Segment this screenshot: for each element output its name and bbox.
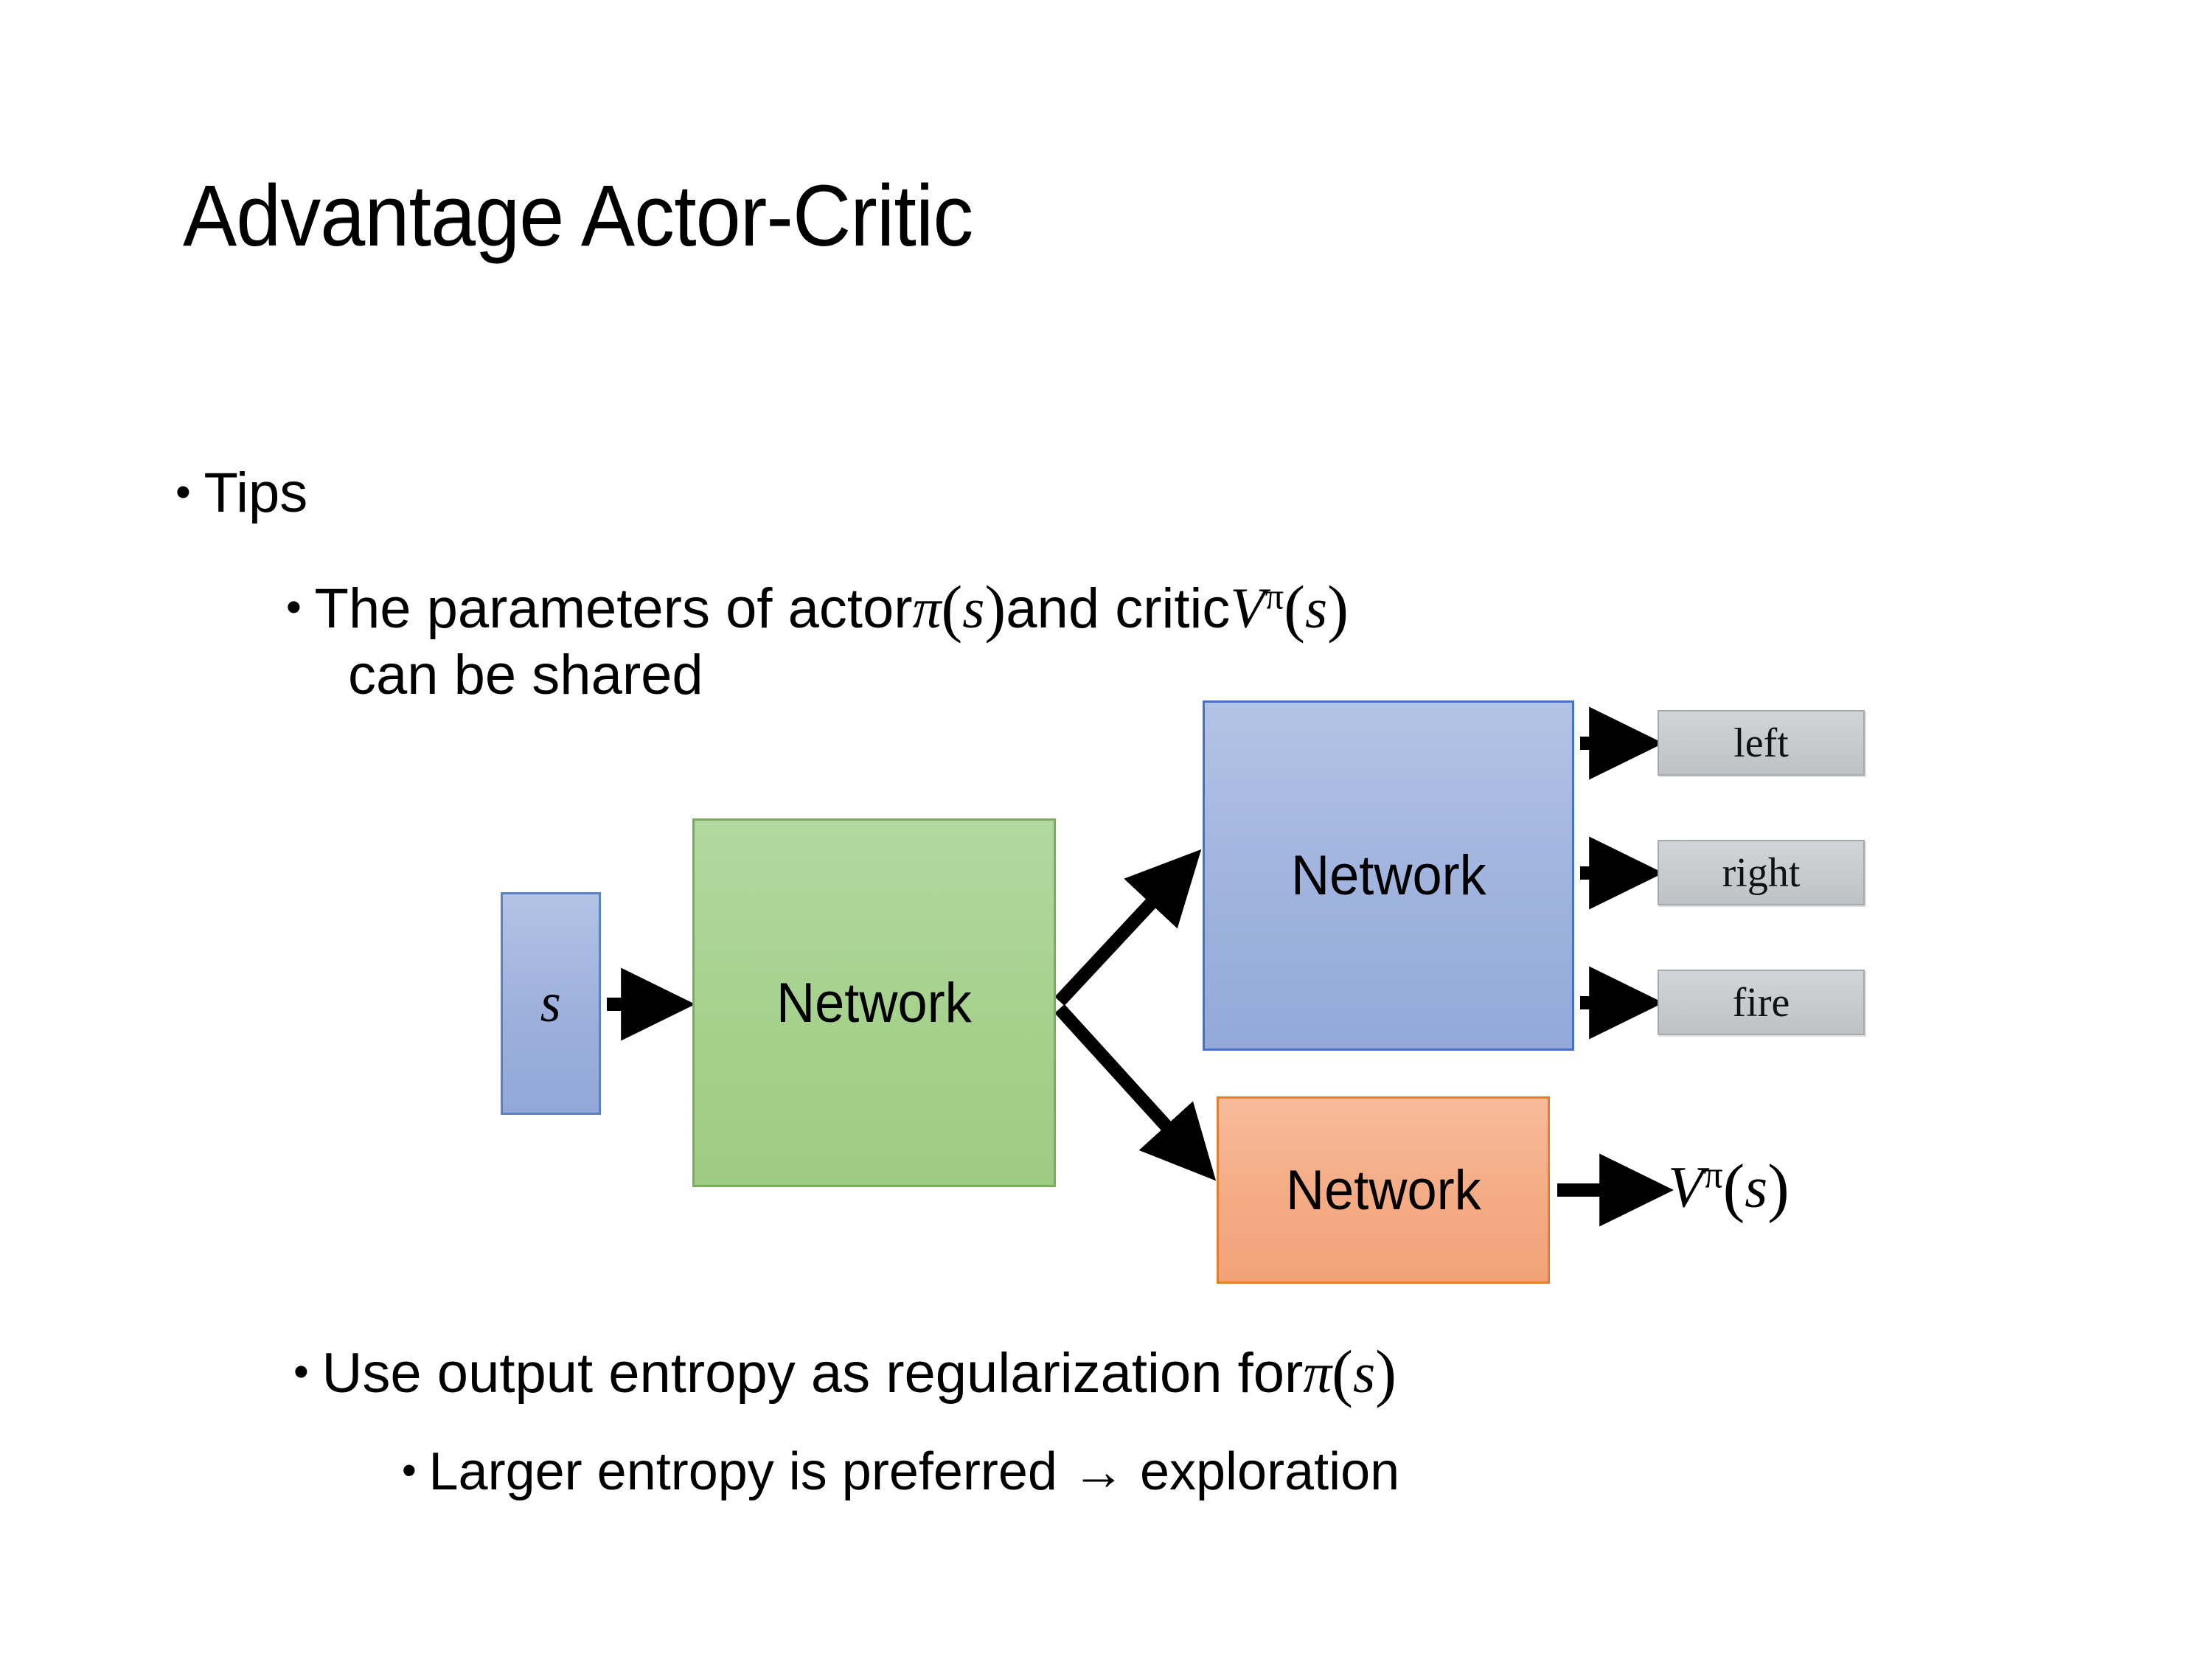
math-paren-open: ( [1284, 573, 1305, 644]
math-var-s: s [962, 576, 985, 640]
math-pi-actor: π [1303, 1340, 1332, 1405]
math-paren-open: ( [1722, 1152, 1745, 1224]
action-box-left[interactable]: left [1658, 710, 1865, 776]
bullet-larger-entropy: •Larger entropy is preferred → explorati… [402, 1441, 1399, 1502]
math-paren-close: ) [984, 573, 1006, 644]
math-V-critic: V [1230, 576, 1265, 640]
input-state-box[interactable]: s [501, 892, 601, 1115]
arrow-shared-to-actor [1054, 849, 1202, 1006]
input-state-label: s [540, 973, 561, 1034]
math-var-s: s [1352, 1340, 1376, 1405]
bullet-marker-icon: • [175, 466, 191, 516]
math-paren-open: ( [941, 573, 963, 644]
bullet-tips: • Tips [175, 461, 307, 525]
bullet-larger-entropy-label: Larger entropy is preferred → exploratio… [428, 1442, 1400, 1501]
actor-network-label: Network [1290, 844, 1486, 907]
page-title: Advantage Actor-Critic [183, 167, 973, 265]
bullet-marker-icon: • [402, 1447, 417, 1494]
actor-network-box[interactable]: Network [1203, 700, 1574, 1051]
critic-value-output-label: Vπ(s) [1668, 1150, 1790, 1225]
bullet-entropy-regularization: •Use output entropy as regularization fo… [293, 1336, 1397, 1410]
shared-network-box[interactable]: Network [692, 818, 1056, 1187]
bullet-marker-icon: • [293, 1346, 309, 1397]
action-box-fire[interactable]: fire [1658, 970, 1865, 1035]
bullet-params-line2-label: can be shared [348, 644, 703, 706]
math-pi-superscript: π [1265, 575, 1284, 617]
shared-network-label: Network [776, 971, 972, 1034]
bullet-params-shared-line2: can be shared [348, 643, 703, 707]
math-paren-close: ) [1767, 1152, 1790, 1224]
math-var-s: s [1745, 1155, 1768, 1220]
critic-network-label: Network [1285, 1158, 1481, 1222]
action-label-fire: fire [1732, 979, 1790, 1026]
bullet-marker-icon: • [286, 582, 302, 632]
math-paren-close: ) [1327, 573, 1349, 644]
bullet-params-text-mid: and critic [1006, 577, 1231, 640]
math-paren-close: ) [1375, 1338, 1397, 1408]
math-var-s: s [1304, 576, 1328, 640]
bullet-params-shared: •The parameters of actor π(s) and critic… [286, 571, 1349, 645]
math-paren-open: ( [1332, 1338, 1353, 1408]
bullet-params-text-pre: The parameters of actor [314, 577, 913, 640]
action-label-left: left [1733, 720, 1789, 766]
math-pi-superscript: π [1703, 1154, 1723, 1197]
arrow-shared-to-critic [1054, 1004, 1217, 1181]
action-box-right[interactable]: right [1658, 840, 1865, 905]
critic-network-box[interactable]: Network [1217, 1096, 1550, 1284]
bullet-tips-label: Tips [204, 462, 308, 524]
bullet-entropy-text: Use output entropy as regularization for [321, 1341, 1304, 1405]
action-label-right: right [1722, 849, 1801, 896]
math-pi-actor: π [912, 576, 942, 640]
math-V-base: V [1668, 1155, 1704, 1220]
